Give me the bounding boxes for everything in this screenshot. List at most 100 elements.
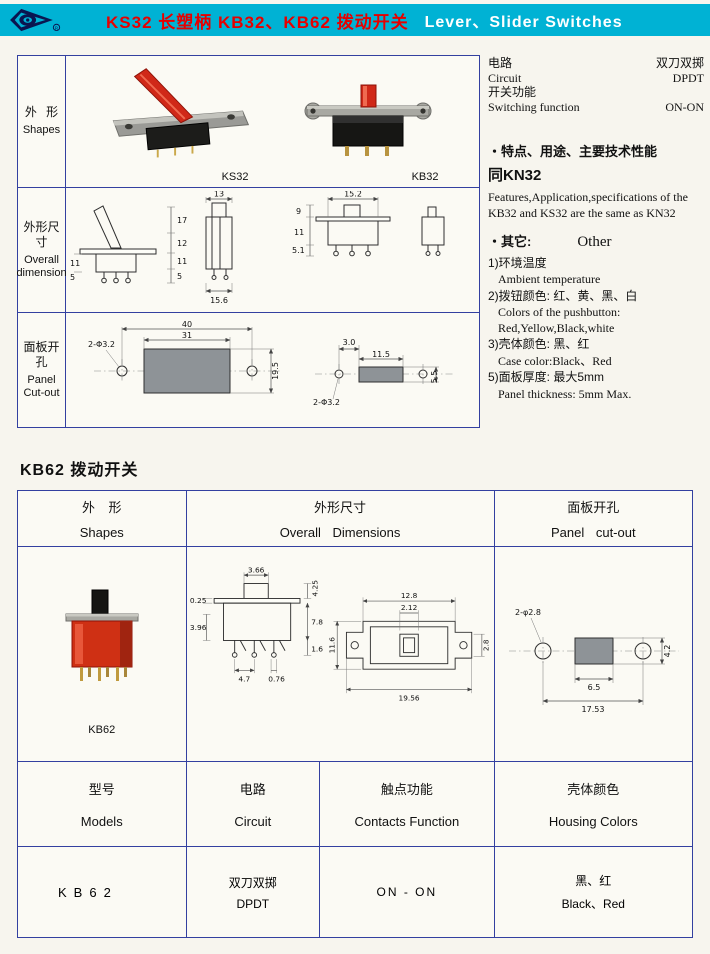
row-label-dimensions: 外形尺寸 Overall dimension xyxy=(16,188,67,312)
kb62-front-dimension-drawing: 3.66 4.25 7.8 1.6 0.25 3.96 xyxy=(190,565,323,684)
svg-text:12.8: 12.8 xyxy=(401,591,418,600)
row-label-cutout: 面板开孔 Panel Cut-out xyxy=(18,313,66,427)
kb62-cutout-drawing: 2-φ2.8 6.5 17.53 4.2 xyxy=(508,608,679,714)
svg-text:12: 12 xyxy=(177,239,187,248)
contacts-header: 触点功能 Contacts Function xyxy=(320,762,495,846)
row-label-cutout-cn: 面板开孔 xyxy=(23,339,60,369)
svg-text:15.6: 15.6 xyxy=(210,296,228,305)
svg-text:3.66: 3.66 xyxy=(248,565,265,574)
svg-text:0.76: 0.76 xyxy=(268,675,285,684)
model-value-cell: KB62 xyxy=(18,847,187,937)
svg-text:17.53: 17.53 xyxy=(581,705,604,714)
kb62-photo-caption: KB62 xyxy=(88,724,116,736)
housing-value-en: Black、Red xyxy=(561,897,625,911)
note-en: Case color:Black、Red xyxy=(498,353,612,368)
svg-text:5.1: 5.1 xyxy=(292,246,305,255)
note-item: 5)面板厚度: 最大5mm Panel thickness: 5mm Max. xyxy=(488,369,704,402)
svg-text:31: 31 xyxy=(182,331,192,340)
kb62-cutout-cell: 2-φ2.8 6.5 17.53 4.2 xyxy=(495,547,692,761)
svg-text:R: R xyxy=(55,26,59,32)
ks32-dimension-drawing: 11 5 17 12 11 5 xyxy=(70,191,232,305)
note-item: 1)环境温度 Ambient temperature xyxy=(488,255,704,288)
housing-value-cn: 黑、红 xyxy=(575,874,612,888)
page-title-cn: KS32 长塑柄 KB32、KB62 拨动开关 xyxy=(106,12,409,32)
circuit-value-cell: 双刀双掷 DPDT xyxy=(187,847,321,937)
svg-text:5.5: 5.5 xyxy=(430,371,439,384)
header-en: Shapes xyxy=(79,525,124,540)
circuit-value-cn: 双刀双掷 xyxy=(655,56,704,70)
circuit-value-en: DPDT xyxy=(236,896,270,911)
shapes-photos-cell: KS32 xyxy=(66,56,479,187)
svg-text:0.25: 0.25 xyxy=(190,596,207,605)
svg-text:2.12: 2.12 xyxy=(401,603,417,612)
svg-text:11.5: 11.5 xyxy=(372,350,390,359)
note-cn: 2)拨钮颜色: 红、黄、黑、白 xyxy=(488,288,638,303)
features-heading-kn32: 同KN32 xyxy=(488,166,542,184)
housing-header-cn: 壳体颜色 xyxy=(567,782,620,797)
circuit-value-en: DPDT xyxy=(672,70,704,85)
other-label-cn: ・其它: xyxy=(488,233,532,249)
row-label-shapes: 外 形 Shapes xyxy=(18,56,66,187)
row-label-shapes-en: Shapes xyxy=(22,124,61,137)
function-label-en: Switching function xyxy=(488,99,580,114)
model-name: KB62 xyxy=(58,884,118,900)
note-en: Ambient temperature xyxy=(498,272,601,287)
svg-text:19.5: 19.5 xyxy=(271,362,280,380)
note-item: 3)壳体颜色: 黑、红 Case color:Black、Red xyxy=(488,336,704,369)
circuit-value-cn: 双刀双掷 xyxy=(228,875,277,890)
kb62-product-photo xyxy=(65,589,139,681)
header-cn: 外 形 xyxy=(81,500,122,515)
svg-text:5: 5 xyxy=(70,273,75,282)
svg-text:15.2: 15.2 xyxy=(344,191,362,199)
note-cn: 3)壳体颜色: 黑、红 xyxy=(488,337,590,352)
note-cn: 1)环境温度 xyxy=(488,255,547,270)
features-text-en: Features,Application,specifications of t… xyxy=(488,189,688,220)
housing-value-cell: 黑、红 Black、Red xyxy=(495,847,692,937)
svg-text:1.6: 1.6 xyxy=(311,645,323,654)
kb62-section-title: KB62 拨动开关 xyxy=(20,462,139,479)
row-label-dimensions-cn: 外形尺寸 xyxy=(23,219,60,249)
svg-text:2-φ2.8: 2-φ2.8 xyxy=(515,608,541,617)
svg-text:5: 5 xyxy=(177,272,182,281)
circuit-label-cn: 电路 xyxy=(488,56,513,70)
dimension-drawings-cell: 11 5 17 12 11 5 xyxy=(66,188,479,312)
brand-logo: R xyxy=(10,8,61,32)
models-header-cn: 型号 xyxy=(88,782,115,797)
kb32-dimension-drawing: 15.2 9 11 5.1 xyxy=(292,191,444,257)
kb62-dimension-cell: 3.66 4.25 7.8 1.6 0.25 3.96 xyxy=(187,547,495,761)
contacts-value: ON - ON xyxy=(376,885,438,899)
header-cn: 外形尺寸 xyxy=(314,500,367,515)
kb62-header-cutout: 面板开孔 Panel cut-out xyxy=(495,491,692,546)
kb32-product-photo xyxy=(304,84,431,156)
svg-text:3.0: 3.0 xyxy=(343,338,356,347)
kb62-header-shapes: 外 形 Shapes xyxy=(18,491,187,546)
housing-header-en: Housing Colors xyxy=(548,814,638,829)
svg-text:4.25: 4.25 xyxy=(311,580,320,597)
svg-text:3.96: 3.96 xyxy=(190,623,207,632)
cutout-drawings-cell: 40 31 19.5 2-Φ3.2 xyxy=(66,313,479,427)
row-label-cutout-en: Panel Cut-out xyxy=(23,373,60,399)
note-en: Colors of the pushbutton: Red,Yellow,Bla… xyxy=(498,305,621,335)
circuit-header: 电路 Circuit xyxy=(187,762,321,846)
header-en: Panel cut-out xyxy=(550,525,636,540)
upper-spec-table: 外 形 Shapes xyxy=(16,55,480,428)
kb62-top-dimension-drawing: 12.8 2.12 11.6 2.8 19.56 xyxy=(328,591,490,702)
svg-text:6.5: 6.5 xyxy=(587,683,600,692)
circuit-header-cn: 电路 xyxy=(239,782,266,797)
row-label-dimensions-en: Overall dimension xyxy=(16,253,67,279)
svg-text:4.2: 4.2 xyxy=(663,645,672,658)
svg-text:13: 13 xyxy=(213,191,223,199)
ks32-product-photo xyxy=(112,67,249,157)
housing-header: 壳体颜色 Housing Colors xyxy=(495,762,692,846)
kb32-cutout-drawing: 3.0 11.5 5.5 2-Φ3.2 xyxy=(313,338,453,407)
features-heading-cn: ・特点、用途、主要技术性能 xyxy=(488,143,658,159)
ks32-photo-caption: KS32 xyxy=(221,170,249,183)
svg-text:4.7: 4.7 xyxy=(238,675,250,684)
page-header: R KS32 长塑柄 KB32、KB62 拨动开关 Lever、Slider S… xyxy=(0,4,710,36)
other-label-en: Other xyxy=(577,233,612,250)
header-cn: 面板开孔 xyxy=(567,500,620,515)
page-title-en: Lever、Slider Switches xyxy=(424,14,623,31)
svg-text:11: 11 xyxy=(177,257,187,266)
